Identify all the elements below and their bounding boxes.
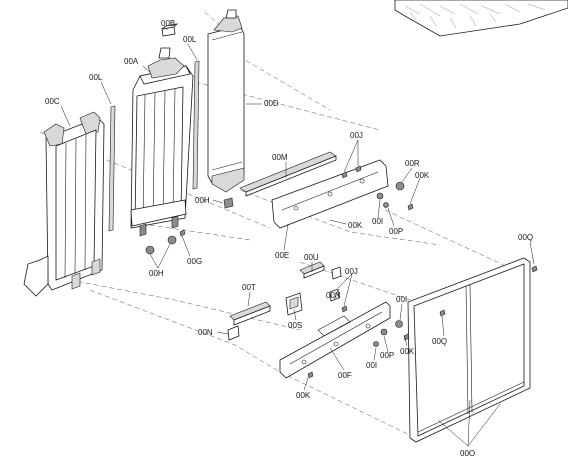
callout-00i-lower: 00I [366, 361, 377, 370]
clamp-blocks [227, 266, 342, 341]
cushion-block [285, 292, 303, 316]
radiator-core [130, 47, 194, 237]
callout-00f: 00F [338, 371, 352, 380]
callout-00m: 00M [272, 153, 288, 162]
cover-panel [407, 257, 531, 443]
callout-00k-upper-right: 00K [415, 171, 430, 180]
callout-00n-left: 00N [198, 328, 213, 337]
mounting-bar-upper [239, 151, 337, 197]
callout-00q-right: 00Q [518, 233, 533, 242]
callout-00k-upper: 00K [348, 221, 363, 230]
callout-00p-upper: 00P [389, 227, 403, 236]
fasteners-upper [145, 165, 414, 255]
callout-00l-right: 00L [183, 35, 197, 44]
spacer-bars-lower [229, 261, 325, 326]
oil-cooler [23, 111, 105, 297]
callout-00c: 00C [45, 97, 60, 106]
callout-00q-left: 00Q [432, 337, 447, 346]
callout-00i-upper: 00I [372, 217, 383, 226]
callout-00b: 00B [161, 19, 175, 28]
callout-00u: 00U [304, 253, 319, 262]
seal-strip-right [192, 60, 200, 190]
callout-00r: 00R [405, 159, 420, 168]
callout-00j-lower: 00J [345, 267, 358, 276]
callout-00k-lower: 00K [296, 391, 311, 400]
seal-strip-left [108, 105, 116, 232]
callout-00j-upper: 00J [350, 131, 363, 140]
callout-00e: 00E [275, 251, 289, 260]
callout-00s: 00S [288, 321, 302, 330]
callout-00d: 00D [264, 99, 279, 108]
machine-frame-fragment [394, 0, 568, 37]
callout-00t: 00T [242, 283, 256, 292]
callout-00n-right: 00N [326, 291, 341, 300]
leader-lines [60, 28, 535, 447]
callout-00o: 00O [460, 449, 475, 458]
callout-00i-lower-right: 00I [396, 295, 407, 304]
bracket-lower [279, 301, 391, 379]
callout-00h-lower: 00H [149, 269, 164, 278]
callout-00l-left: 00L [89, 73, 103, 82]
bracket-upper [271, 159, 389, 229]
radiator-cap [161, 23, 179, 37]
callout-00p-lower: 00P [380, 351, 394, 360]
callout-00h-upper: 00H [195, 196, 210, 205]
reservoir-tank [207, 9, 245, 193]
callout-labels: 00B 00L 00A 00D 00L 00C 00J 00M 00R 00K … [45, 19, 533, 458]
callout-00g: 00G [187, 257, 202, 266]
callout-00k-lower-right: 00K [400, 347, 415, 356]
callout-00a: 00A [124, 57, 139, 66]
